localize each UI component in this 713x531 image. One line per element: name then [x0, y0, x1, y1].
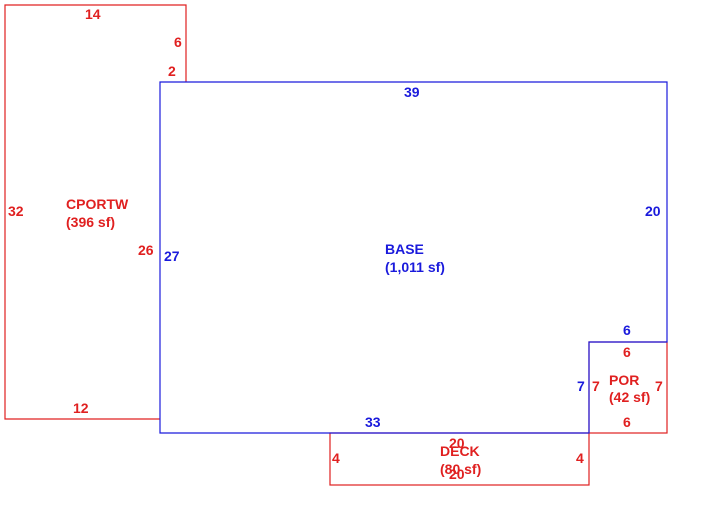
por-bottom-dim: 6 — [623, 414, 631, 430]
por-left-dim: 7 — [592, 378, 600, 394]
por-right-dim: 7 — [655, 378, 663, 394]
deck-area: (80 sf) — [440, 461, 481, 477]
deck-label: DECK — [440, 443, 480, 459]
base-bottom-dim: 33 — [365, 414, 381, 430]
deck-bottom-dim: 20 — [449, 466, 465, 482]
cportw-outline — [4, 4, 187, 420]
base-outline — [159, 81, 668, 434]
por-area: (42 sf) — [609, 389, 650, 405]
por-label: POR — [609, 372, 639, 388]
base-right-dim: 20 — [645, 203, 661, 219]
cportw-right-lower-dim: 26 — [138, 242, 154, 258]
cportw-label: CPORTW — [66, 196, 129, 212]
cportw-right-upper-dim: 6 — [174, 34, 182, 50]
deck-top-dim: 20 — [449, 435, 465, 451]
cportw-area: (396 sf) — [66, 214, 115, 230]
por-top-dim: 6 — [623, 344, 631, 360]
cportw-bottom-dim: 12 — [73, 400, 89, 416]
base-notch-top-dim: 6 — [623, 322, 631, 338]
cportw-step-dim: 2 — [168, 63, 176, 79]
base-notch-side-dim: 7 — [577, 378, 585, 394]
deck-right-dim: 4 — [576, 450, 584, 466]
base-label: BASE — [385, 241, 424, 257]
base-area: (1,011 sf) — [385, 259, 445, 275]
cportw-top-dim: 14 — [85, 6, 101, 22]
base-top-dim: 39 — [404, 84, 420, 100]
base-left-dim: 27 — [164, 248, 180, 264]
cportw-left-dim: 32 — [8, 203, 24, 219]
deck-left-dim: 4 — [332, 450, 340, 466]
